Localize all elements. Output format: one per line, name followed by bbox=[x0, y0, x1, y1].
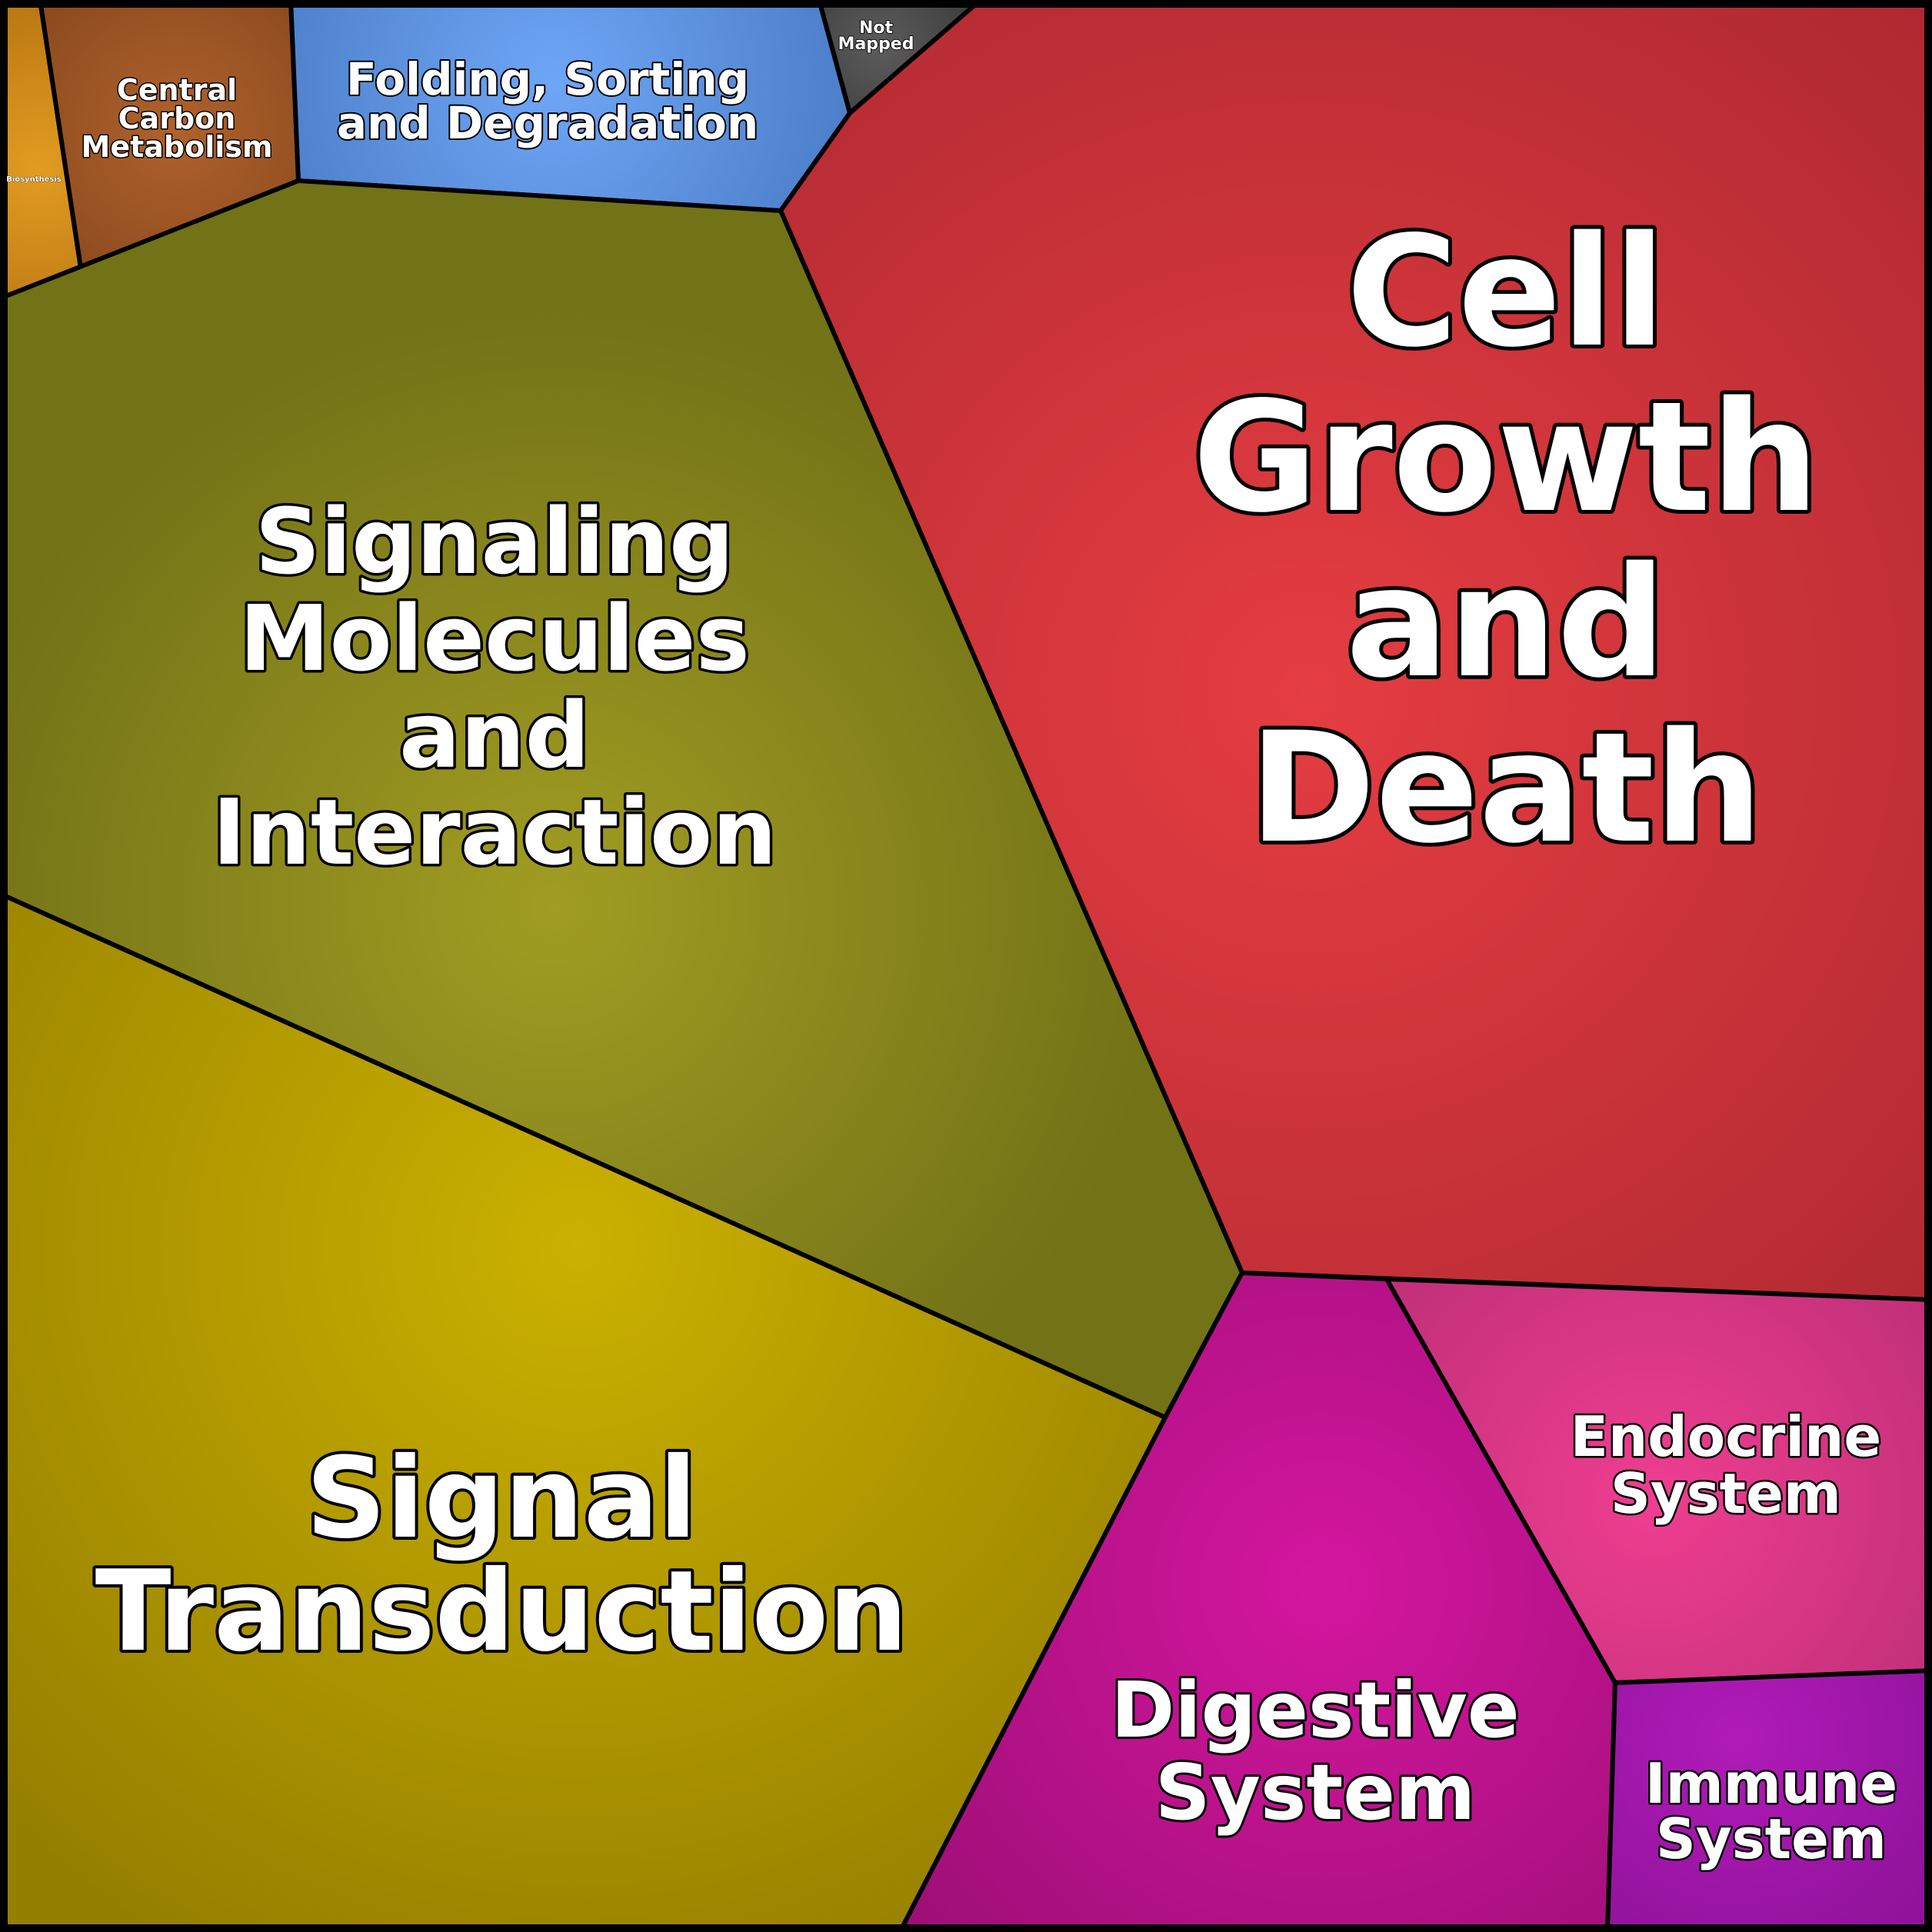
label-line: Digestive bbox=[1111, 1665, 1519, 1755]
label-line: Mapped bbox=[838, 35, 914, 54]
label-line: Central bbox=[117, 73, 237, 107]
label-line: Molecules bbox=[239, 585, 750, 691]
label-line: System bbox=[1611, 1461, 1841, 1526]
label-line: Cell bbox=[1346, 203, 1665, 381]
region-signal-transduction bbox=[0, 891, 1168, 1932]
label-line: and Degradation bbox=[337, 97, 758, 149]
label-line: Signal bbox=[306, 1434, 698, 1564]
label-line: System bbox=[1656, 1807, 1887, 1871]
label-line: Interaction bbox=[212, 779, 777, 885]
label-line: Folding, Sorting bbox=[346, 53, 749, 105]
label-line: Transduction bbox=[95, 1547, 908, 1677]
label-line: Immune bbox=[1645, 1751, 1897, 1816]
label-line: System bbox=[1155, 1747, 1476, 1837]
region-immune-system bbox=[1605, 1668, 1932, 1932]
region-endocrine-system bbox=[1384, 1277, 1932, 1685]
label-line: Not bbox=[859, 18, 894, 38]
label-biosynthesis: Biosynthesis bbox=[6, 175, 62, 184]
label-line: Carbon bbox=[118, 102, 236, 135]
label-line: Endocrine bbox=[1571, 1404, 1881, 1469]
label-line: Biosynthesis bbox=[6, 175, 62, 184]
label-line: Death bbox=[1249, 699, 1763, 877]
label-line: Signaling bbox=[255, 488, 734, 595]
label-line: Growth bbox=[1193, 368, 1820, 546]
label-line: and bbox=[1346, 534, 1666, 711]
label-line: Metabolism bbox=[82, 130, 273, 164]
label-line: and bbox=[399, 682, 590, 788]
